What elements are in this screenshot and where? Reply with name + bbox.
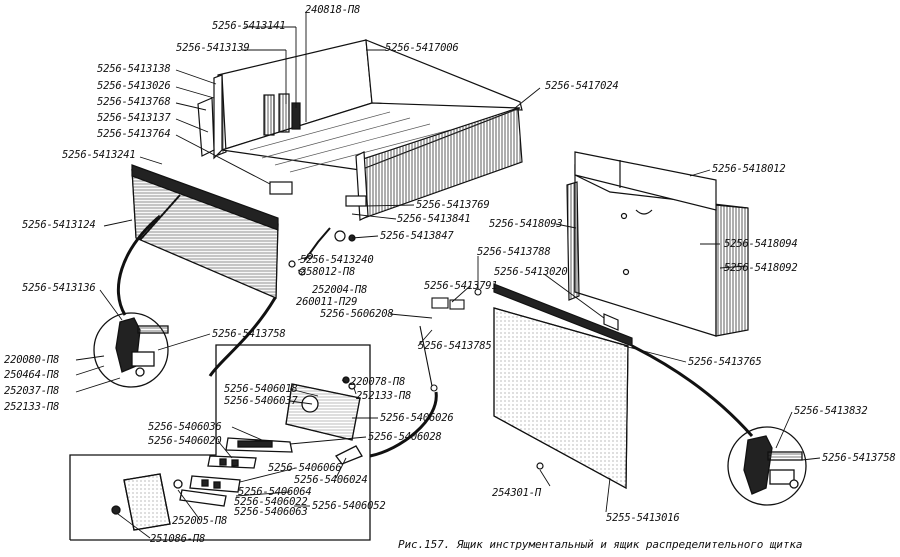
- label-5413124: 5256-5413124: [22, 219, 96, 231]
- label-5413832: 5256-5413832: [794, 405, 868, 417]
- label-252005-p8: 252005-П8: [172, 515, 228, 527]
- label-240818-p8: 240818-П8: [305, 4, 361, 16]
- lid-hinge-parts: [288, 227, 356, 276]
- distribution-door: [493, 283, 633, 490]
- label-5406018: 5256-5406018: [224, 383, 298, 395]
- label-250464-p8: 250464-П8: [4, 369, 60, 381]
- label-5413768: 5256-5413768: [97, 96, 171, 108]
- label-5418092: 5256-5418092: [724, 262, 798, 274]
- lock-detail-inset: [69, 344, 371, 541]
- label-252133-p8-inset: 252133-П8: [356, 390, 412, 402]
- tool-box: [197, 39, 523, 221]
- label-5413137: 5256-5413137: [97, 112, 171, 124]
- label-5413765: 5256-5413765: [688, 356, 762, 368]
- label-5406052: 5256-5406052: [312, 500, 386, 512]
- label-5413764: 5256-5413764: [97, 128, 171, 140]
- label-5413788: 5256-5413788: [477, 246, 551, 258]
- label-254301-p: 254301-П: [492, 487, 541, 499]
- label-258012-p8: 258012-П8: [300, 266, 356, 278]
- label-5413841: 5256-5413841: [397, 213, 471, 225]
- label-5413769: 5256-5413769: [416, 199, 490, 211]
- label-5413138: 5256-5413138: [97, 63, 171, 75]
- label-5413240: 5256-5413240: [300, 254, 374, 266]
- label-5413758-right: 5256-5413758: [822, 452, 896, 464]
- label-5413016: 5255-5413016: [606, 512, 680, 524]
- label-251086-p8: 251086-П8: [150, 533, 206, 545]
- label-252133-p8-left: 252133-П8: [4, 401, 60, 413]
- label-5413241: 5256-5413241: [62, 149, 136, 161]
- distribution-box: [566, 151, 749, 337]
- label-5418094: 5256-5418094: [724, 238, 798, 250]
- detail-arrows: [117, 214, 754, 458]
- label-5406024: 5256-5406024: [294, 474, 368, 486]
- detail-circle-left: [93, 312, 169, 388]
- label-252004-p8: 252004-П8: [312, 284, 368, 296]
- label-5417024: 5256-5417024: [545, 80, 619, 92]
- tool-box-lid: [131, 164, 279, 299]
- label-5413020: 5256-5413020: [494, 266, 568, 278]
- latch-parts: [419, 288, 482, 392]
- label-5413758-left: 5256-5413758: [212, 328, 286, 340]
- label-5413791: 5256-5413791: [424, 280, 498, 292]
- label-5406066: 5256-5406066: [268, 462, 342, 474]
- label-252037-p8: 252037-П8: [4, 385, 60, 397]
- label-5413141: 5256-5413141: [212, 20, 286, 32]
- label-5406063: 5256-5406063: [234, 506, 308, 518]
- label-5413139: 5256-5413139: [176, 42, 250, 54]
- label-5406037: 5256-5406037: [224, 395, 298, 407]
- label-5406022: 5256-5406022: [234, 496, 308, 508]
- label-5406036: 5256-5406036: [148, 421, 222, 433]
- label-5406028: 5256-5406028: [368, 431, 442, 443]
- label-5406020: 5256-5406020: [148, 435, 222, 447]
- label-5413026: 5256-5413026: [97, 80, 171, 92]
- label-220078-p8: 220078-П8: [350, 376, 406, 388]
- figure-caption: Рис.157. Ящик инструментальный и ящик ра…: [398, 538, 803, 551]
- label-5606208: 5256-5606208: [320, 308, 394, 320]
- label-5418012: 5256-5418012: [712, 163, 786, 175]
- leader-lines: [75, 12, 821, 539]
- detail-circle-right: [727, 426, 807, 506]
- label-5417006: 5256-5417006: [385, 42, 459, 54]
- label-260011-p29: 260011-П29: [296, 296, 358, 308]
- label-220080-p8: 220080-П8: [4, 354, 60, 366]
- label-5413136: 5256-5413136: [22, 282, 96, 294]
- label-5418093: 5256-5418093: [489, 218, 563, 230]
- label-5413785: 5256-5413785: [418, 340, 492, 352]
- label-5406026: 5256-5406026: [380, 412, 454, 424]
- label-5413847: 5256-5413847: [380, 230, 454, 242]
- label-5406064: 5256-5406064: [238, 486, 312, 498]
